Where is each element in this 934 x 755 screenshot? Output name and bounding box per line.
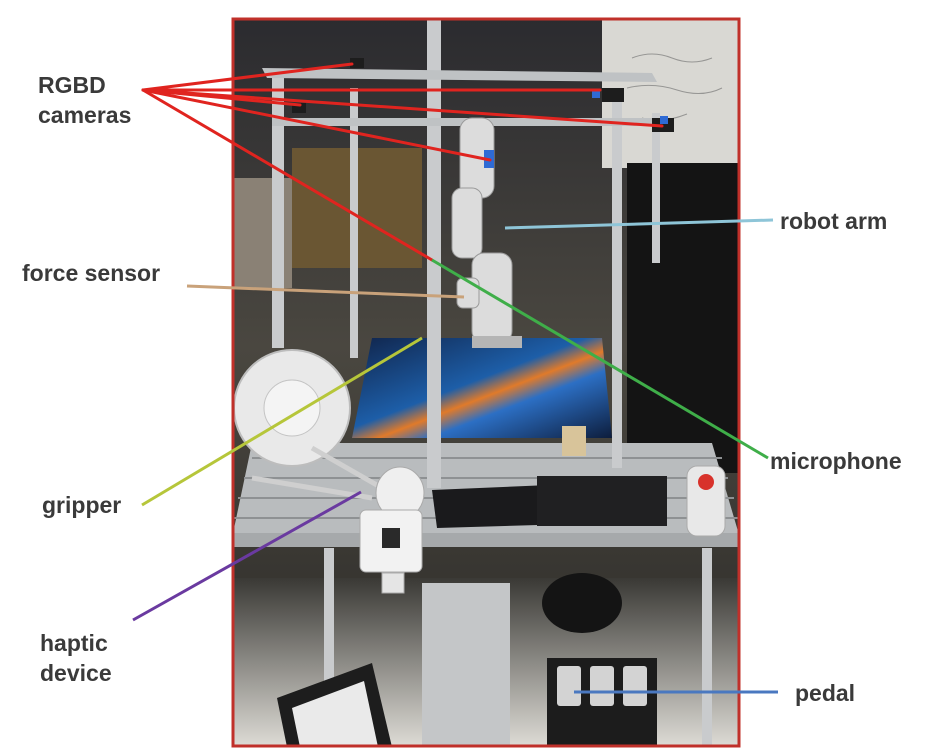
- pedal-label: pedal: [795, 680, 856, 706]
- force-sensor-label: force sensor: [22, 260, 161, 286]
- haptic-label-line2: device: [40, 660, 112, 686]
- rgbd-label-line1: RGBD: [38, 72, 106, 98]
- setup-photo: [232, 18, 740, 747]
- haptic-label-line1: haptic: [40, 630, 108, 656]
- haptic-device-label: haptic device: [40, 628, 112, 688]
- gripper-label: gripper: [42, 492, 122, 518]
- rgbd-label-line2: cameras: [38, 102, 132, 128]
- rgbd-cameras-label: RGBD cameras: [38, 70, 131, 130]
- microphone-label: microphone: [770, 448, 902, 474]
- robot-arm-label: robot arm: [780, 208, 888, 234]
